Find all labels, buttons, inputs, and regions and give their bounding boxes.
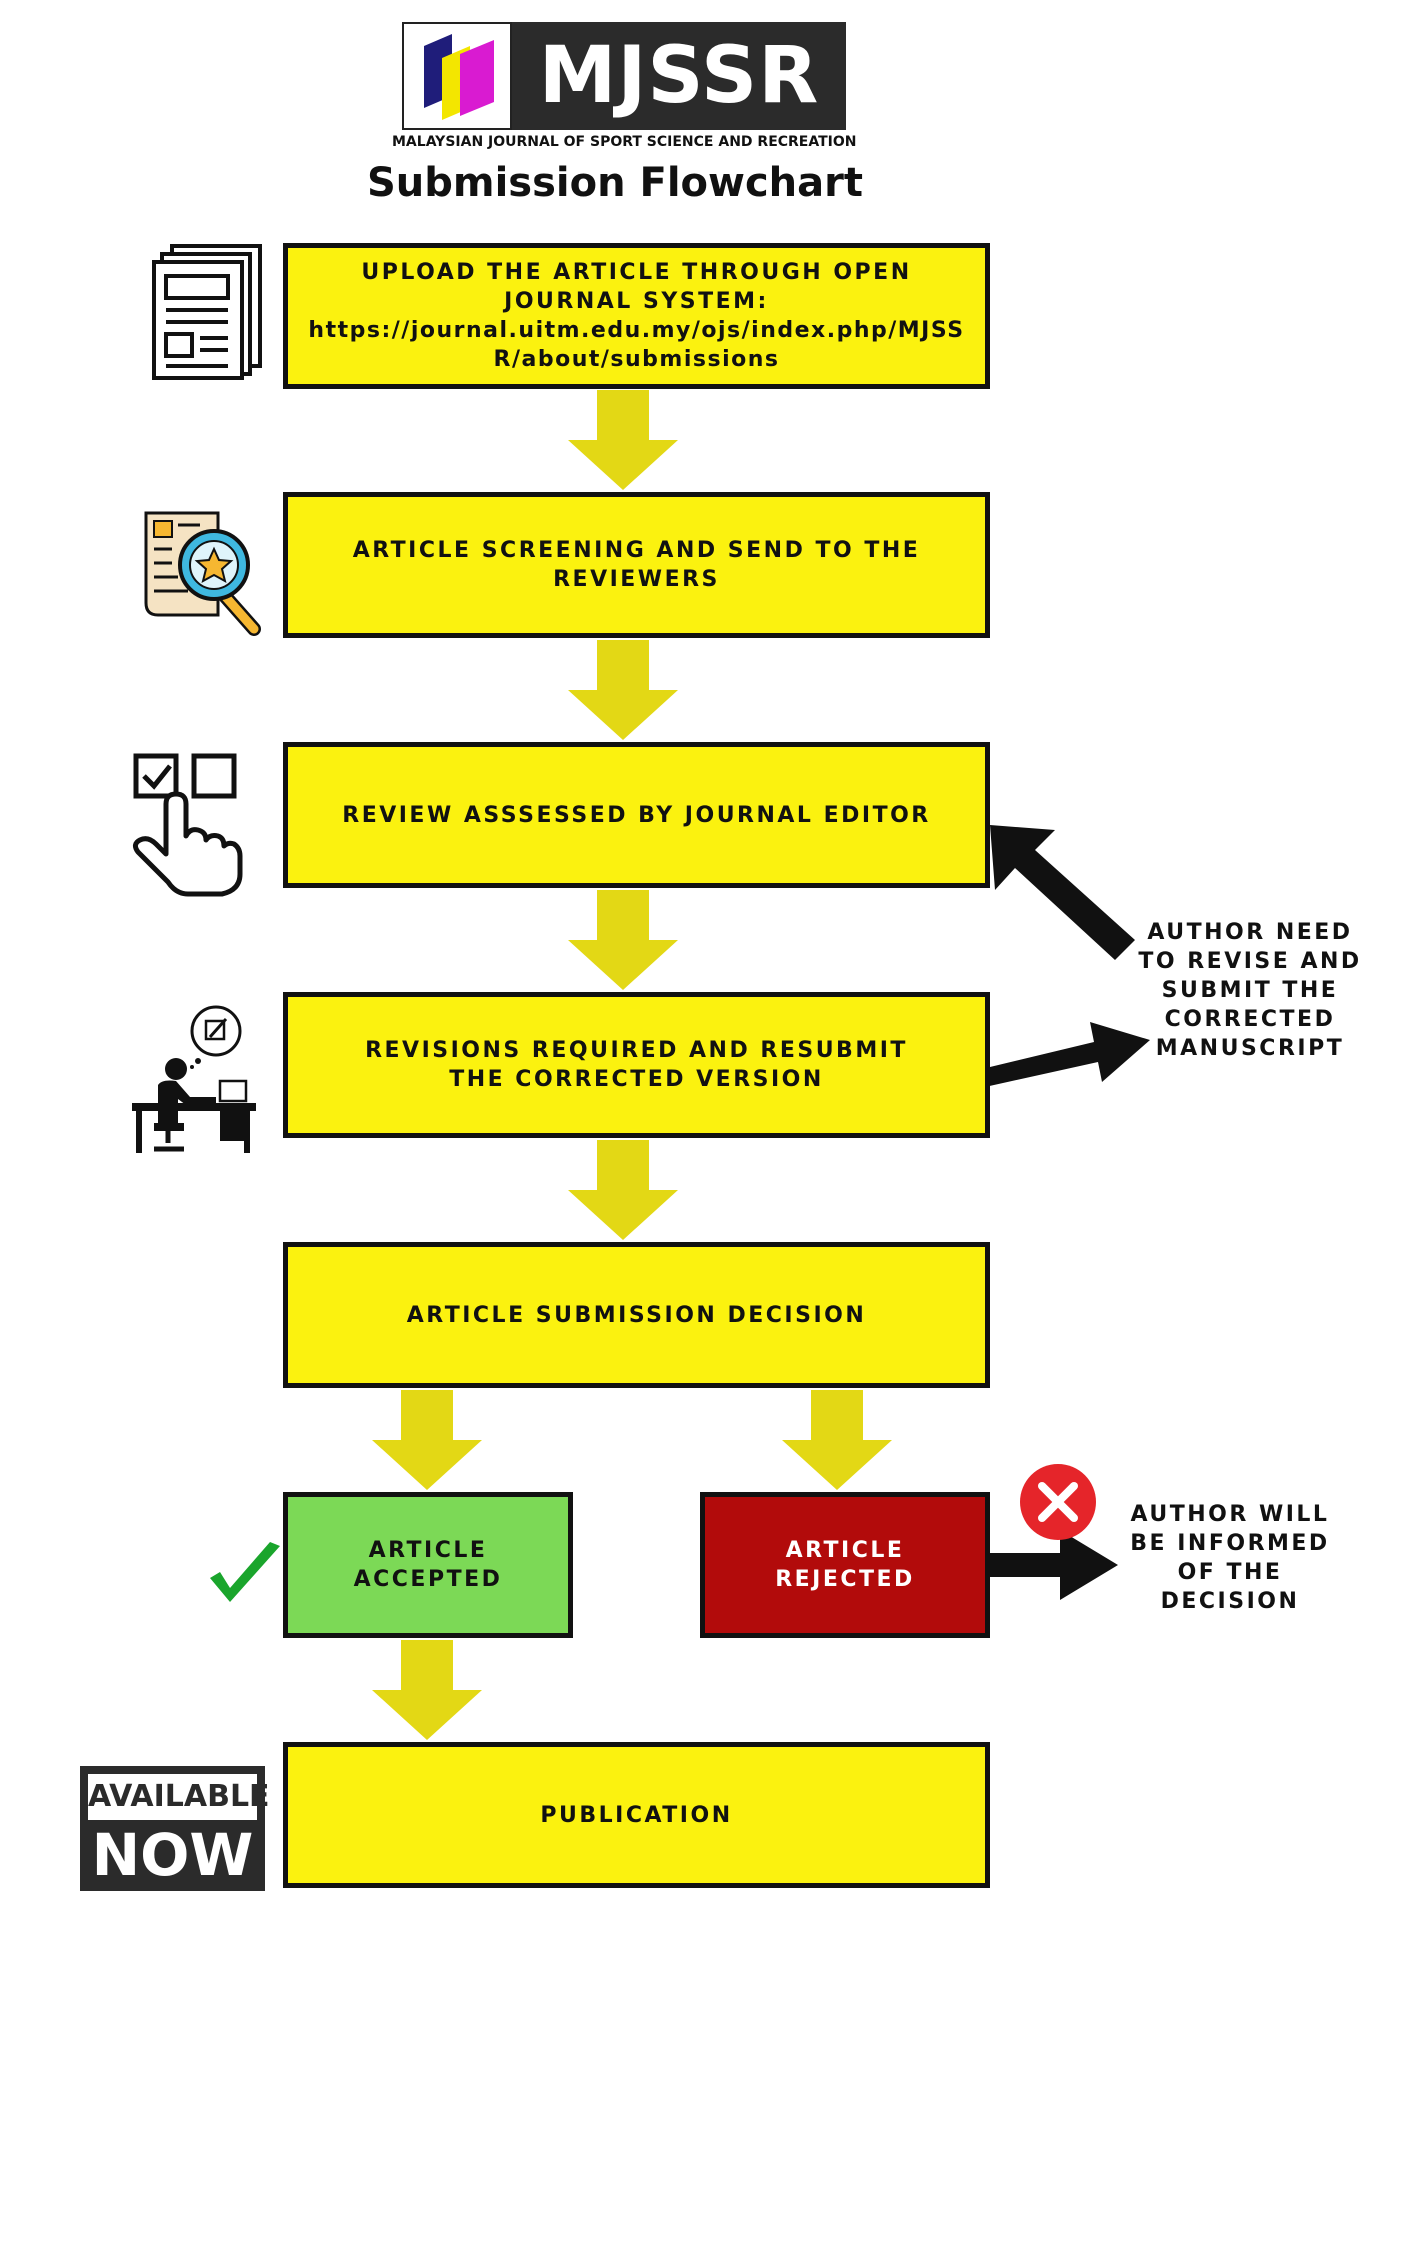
arrow-to-note [985, 1022, 1150, 1087]
upload-step-box: UPLOAD THE ARTICLE THROUGH OPEN JOURNAL … [283, 243, 990, 389]
badge-available-text: AVAILABLE [88, 1774, 270, 1820]
accepted-box: ARTICLE ACCEPTED [283, 1492, 573, 1638]
documents-icon [152, 244, 262, 380]
arrow-to-review [990, 825, 1135, 960]
logo-subtitle: MALAYSIAN JOURNAL OF SPORT SCIENCE AND R… [392, 134, 857, 150]
revisions-step-box: REVISIONS REQUIRED AND RESUBMIT THE CORR… [283, 992, 990, 1138]
down-arrow-4 [568, 1140, 678, 1240]
arrow-to-informed [990, 1530, 1118, 1600]
logo-mark-icon [402, 22, 512, 130]
down-arrow-rejected [782, 1390, 892, 1490]
search-document-icon [144, 511, 261, 636]
logo-wordmark: MJSSR [512, 22, 846, 130]
informed-note: AUTHOR WILL BE INFORMED OF THE DECISION [1130, 1502, 1330, 1614]
page-title: Submission Flowchart [366, 160, 863, 206]
revisions-step-label: REVISIONS REQUIRED AND RESUBMIT THE CORR… [365, 1038, 908, 1092]
available-now-badge: AVAILABLE NOW [80, 1766, 270, 1891]
publication-box: PUBLICATION [283, 1742, 990, 1888]
revise-note: AUTHOR NEED TO REVISE AND SUBMIT THE COR… [1138, 920, 1362, 1061]
decision-step-box: ARTICLE SUBMISSION DECISION [283, 1242, 990, 1388]
upload-step-label: UPLOAD THE ARTICLE THROUGH OPEN JOURNAL … [361, 260, 912, 314]
down-arrow-3 [568, 890, 678, 990]
reject-x-icon [1020, 1464, 1096, 1540]
review-step-label: REVIEW ASSSESSED BY JOURNAL EDITOR [342, 802, 931, 828]
person-at-desk-icon [132, 1005, 256, 1153]
upload-step-text: UPLOAD THE ARTICLE THROUGH OPEN JOURNAL … [296, 258, 977, 374]
journal-logo: MJSSR [402, 22, 846, 130]
down-arrow-publication [372, 1640, 482, 1740]
review-step-box: REVIEW ASSSESSED BY JOURNAL EDITOR [283, 742, 990, 888]
checkmark-icon [210, 1542, 280, 1602]
checkbox-hand-icon [132, 753, 243, 897]
logo-shapes [424, 34, 494, 120]
accepted-label: ARTICLE ACCEPTED [353, 1538, 503, 1592]
down-arrow-2 [568, 640, 678, 740]
rejected-box: ARTICLE REJECTED [700, 1492, 990, 1638]
down-arrow-1 [568, 390, 678, 490]
publication-label: PUBLICATION [540, 1802, 733, 1828]
decision-step-label: ARTICLE SUBMISSION DECISION [406, 1302, 867, 1328]
badge-now-text: NOW [91, 1821, 254, 1889]
screening-step-box: ARTICLE SCREENING AND SEND TO THE REVIEW… [283, 492, 990, 638]
down-arrow-accepted [372, 1390, 482, 1490]
screening-step-label: ARTICLE SCREENING AND SEND TO THE REVIEW… [352, 538, 921, 592]
submission-url[interactable]: https://journal.uitm.edu.my/ojs/index.ph… [308, 318, 965, 372]
rejected-label: ARTICLE REJECTED [775, 1538, 915, 1592]
